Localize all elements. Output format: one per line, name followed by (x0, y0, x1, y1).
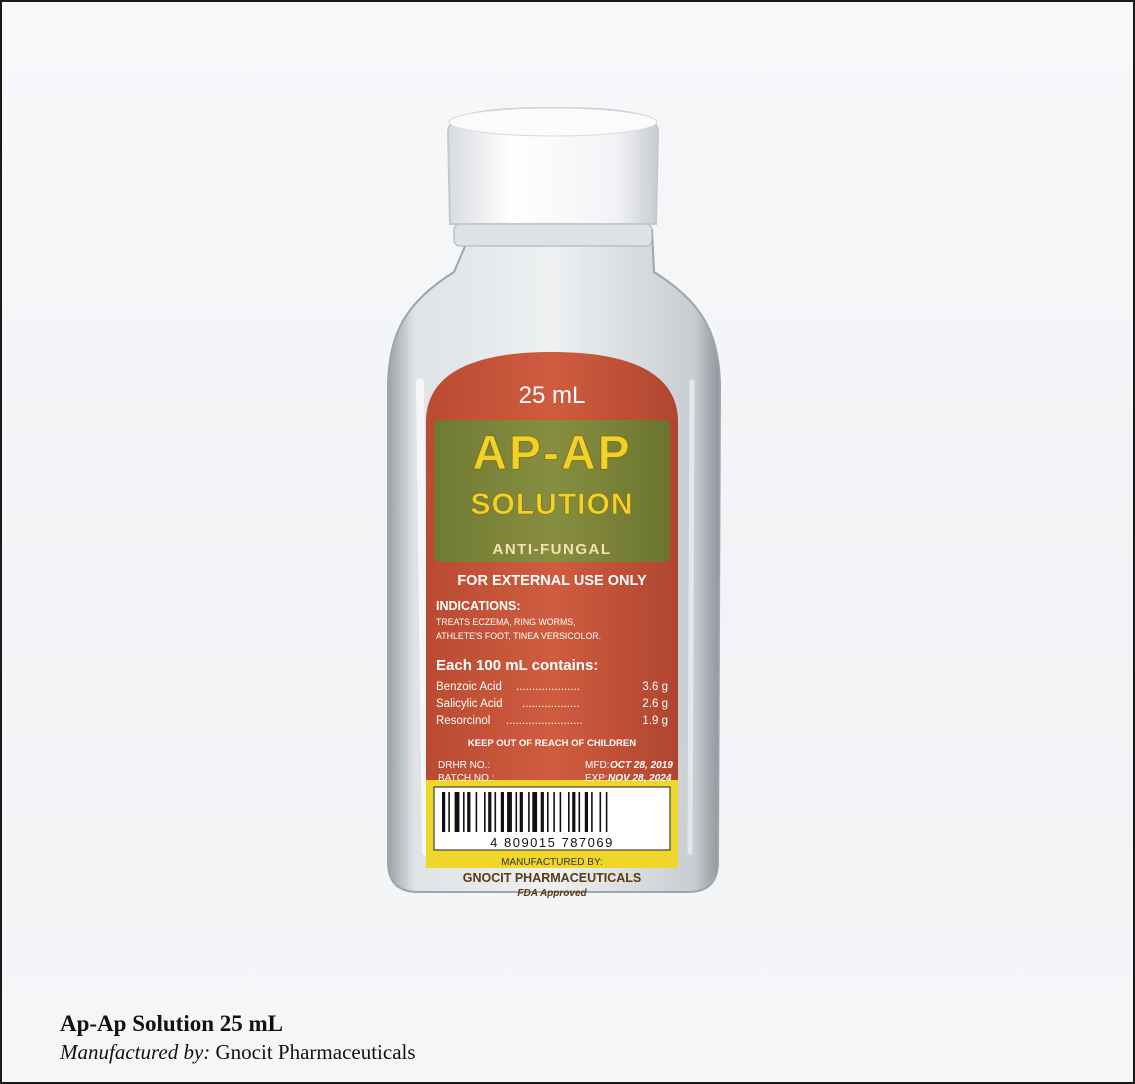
barcode-bar (515, 792, 518, 832)
external-warning: FOR EXTERNAL USE ONLY (457, 573, 647, 589)
indications-heading: INDICATIONS: (436, 599, 521, 613)
brand-line2: SOLUTION (471, 488, 634, 521)
brand-line1: AP-AP (472, 427, 631, 480)
caption-manufacturer: Gnocit Pharmaceuticals (215, 1040, 416, 1064)
ingredient-1-leader: .................... (516, 681, 580, 693)
caption: Ap-Ap Solution 25 mL Manufactured by: Gn… (60, 1010, 1060, 1066)
manufacturer-text: GNOCIT PHARMACEUTICALS (463, 871, 641, 885)
barcode-bar (547, 792, 549, 832)
ingredient-3-name: Resorcinol (436, 715, 490, 727)
barcode-bar (553, 792, 555, 832)
caption-title: Ap-Ap Solution 25 mL (60, 1011, 284, 1036)
title-panel (434, 420, 670, 562)
children-warning: KEEP OUT OF REACH OF CHILDREN (468, 738, 636, 749)
barcode-bar (463, 792, 465, 832)
barcode-bar (572, 792, 576, 832)
barcode-bar (559, 792, 562, 832)
barcode-bar (519, 792, 523, 832)
barcode-box (433, 786, 671, 851)
barcode-bar (591, 792, 593, 832)
ingredient-3-amount: 1.9 g (642, 715, 668, 727)
exp-label: EXP: (585, 773, 608, 784)
caption-subtitle: Manufactured by: Gnocit Pharmaceuticals (60, 1038, 1060, 1066)
ingredient-1-amount: 3.6 g (642, 681, 668, 693)
barcode-bar (467, 792, 471, 832)
barcode-bar (442, 792, 446, 832)
ingredient-1-name: Benzoic Acid (436, 681, 502, 693)
barcode-bar (540, 792, 544, 832)
barcode-number: 4 809015 787069 (490, 835, 614, 850)
barcode-bar (507, 792, 512, 832)
caption-manufactured-label: Manufactured by: (60, 1040, 211, 1064)
manufactured-by-label: MANUFACTURED BY: (501, 857, 603, 868)
barcode-bar (584, 792, 588, 832)
barcode-bar (500, 792, 504, 832)
fda-note: FDA Approved (517, 888, 587, 899)
contents-heading: Each 100 mL contains: (436, 657, 598, 674)
category-text: ANTI-FUNGAL (493, 541, 612, 558)
ingredient-3-leader: ........................ (506, 715, 583, 727)
ingredient-2-name: Salicylic Acid (436, 698, 502, 710)
barcode-bar (484, 792, 486, 832)
indications-line1: TREATS ECZEMA, RING WORMS, (436, 617, 576, 627)
ingredient-2-leader: .................. (522, 698, 580, 710)
barcode-bar (488, 792, 492, 832)
batch-label: BATCH NO.: (438, 773, 494, 784)
barcode-bar (599, 792, 602, 832)
barcode-bar (448, 792, 450, 832)
drhr-label: DRHR NO.: (438, 760, 490, 771)
barcode-bar (454, 792, 460, 832)
barcode-bar (605, 792, 608, 832)
mfd-value: OCT 28, 2019 (610, 760, 673, 771)
indications-line2: ATHLETE'S FOOT, TINEA VERSICOLOR. (436, 631, 601, 641)
barcode-bar (568, 792, 570, 832)
barcode-bar (475, 792, 478, 832)
bottle-neck (453, 223, 653, 247)
mfd-label: MFD: (585, 760, 609, 771)
barcode-bar (532, 792, 538, 832)
ingredient-2-amount: 2.6 g (642, 698, 668, 710)
barcode-bar (578, 792, 581, 832)
barcode-bar (528, 792, 530, 832)
barcode-bar (494, 792, 497, 832)
exp-value: NOV 28, 2024 (608, 773, 672, 784)
barcode-bars (442, 792, 608, 832)
volume-text: 25 mL (519, 382, 586, 409)
